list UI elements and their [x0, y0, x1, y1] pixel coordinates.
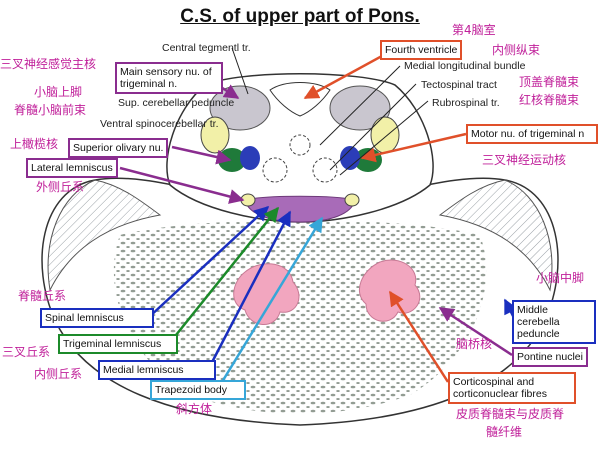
motor-nucleus-right	[340, 146, 360, 170]
zh-fourth-ventricle: 第4脑室	[452, 23, 496, 37]
zh-rubrospinal: 红核脊髓束	[519, 93, 580, 107]
fourth-ventricle-box: Fourth ventricle	[380, 40, 463, 61]
trapezoid-body-box: Trapezoid body	[150, 380, 246, 401]
zh-pontine-nuclei: 脑桥核	[456, 337, 493, 351]
medial-longitudinal-label: Medial longitudinal bundle	[404, 60, 526, 72]
central-tegmental-label: Central tegmentl tr.	[162, 42, 251, 54]
zh-tectospinal: 顶盖脊髓束	[519, 75, 580, 89]
sup-cerebellar-peduncle-right	[329, 85, 391, 131]
zh-corticospinal-line1: 皮质脊髓束与皮质脊	[456, 407, 565, 421]
middle-cerebellar-peduncle-left	[47, 179, 162, 292]
zh-lateral-lemniscus: 外侧丘系	[36, 180, 85, 194]
motor-trigeminal-box: Motor nu. of trigeminal n	[466, 124, 598, 145]
zh-spinocerebellar: 脊髓小脑前束	[14, 103, 87, 117]
lateral-yellow-left	[200, 116, 230, 154]
pontine-nuclei-box: Pontine nuclei	[512, 347, 588, 368]
sup-cerebellar-label: Sup. cerebellar peduncle	[118, 97, 235, 109]
rubrospinal-label: Rubrospinal tr.	[432, 97, 500, 109]
zh-middle-cerebellar: 小脑中脚	[536, 271, 585, 285]
zh-medial-longitudinal: 内侧纵束	[492, 43, 541, 57]
zh-trigeminal-lemniscus: 三叉丘系	[2, 345, 51, 359]
superior-olivary-box: Superior olivary nu.	[68, 138, 169, 159]
corticospinal-box: Corticospinal and corticonuclear fibres	[448, 372, 576, 405]
ventral-spinocerebellar-label: Ventral spinocerebellar tr.	[100, 118, 219, 130]
trigeminal-lemniscus-box: Trigeminal lemniscus	[58, 334, 178, 355]
zh-trigeminal-sensory: 三叉神经感觉主核	[0, 57, 97, 71]
spinal-lemniscus-box: Spinal lemniscus	[40, 308, 154, 329]
zh-spinal-lemniscus: 脊髓丘系	[18, 289, 67, 303]
lateral-lemniscus-box: Lateral lemniscus	[26, 158, 118, 179]
zh-trigeminal-motor: 三叉神经运动核	[482, 153, 567, 167]
zh-sup-cerebellar: 小脑上脚	[34, 85, 83, 99]
zh-medial-lemniscus: 内侧丘系	[34, 367, 83, 381]
zh-trapezoid: 斜方体	[176, 402, 213, 416]
zh-corticospinal-line2: 髓纤维	[486, 425, 523, 439]
motor-nucleus-left	[240, 146, 260, 170]
lateral-yellow-right	[370, 116, 400, 154]
zh-superior-olive: 上橄榄核	[10, 137, 59, 151]
main-sensory-box: Main sensory nu. of trigeminal n.	[115, 62, 223, 95]
middle-cerebellar-peduncle-right	[438, 179, 553, 292]
medial-lemniscus-box: Medial lemniscus	[98, 360, 216, 381]
corticospinal-left	[233, 263, 300, 325]
tectospinal-label: Tectospinal tract	[421, 79, 497, 91]
diagram-title: C.S. of upper part of Pons.	[180, 6, 420, 27]
middle-cerebellar-box: Middle cerebella peduncle	[512, 300, 596, 345]
